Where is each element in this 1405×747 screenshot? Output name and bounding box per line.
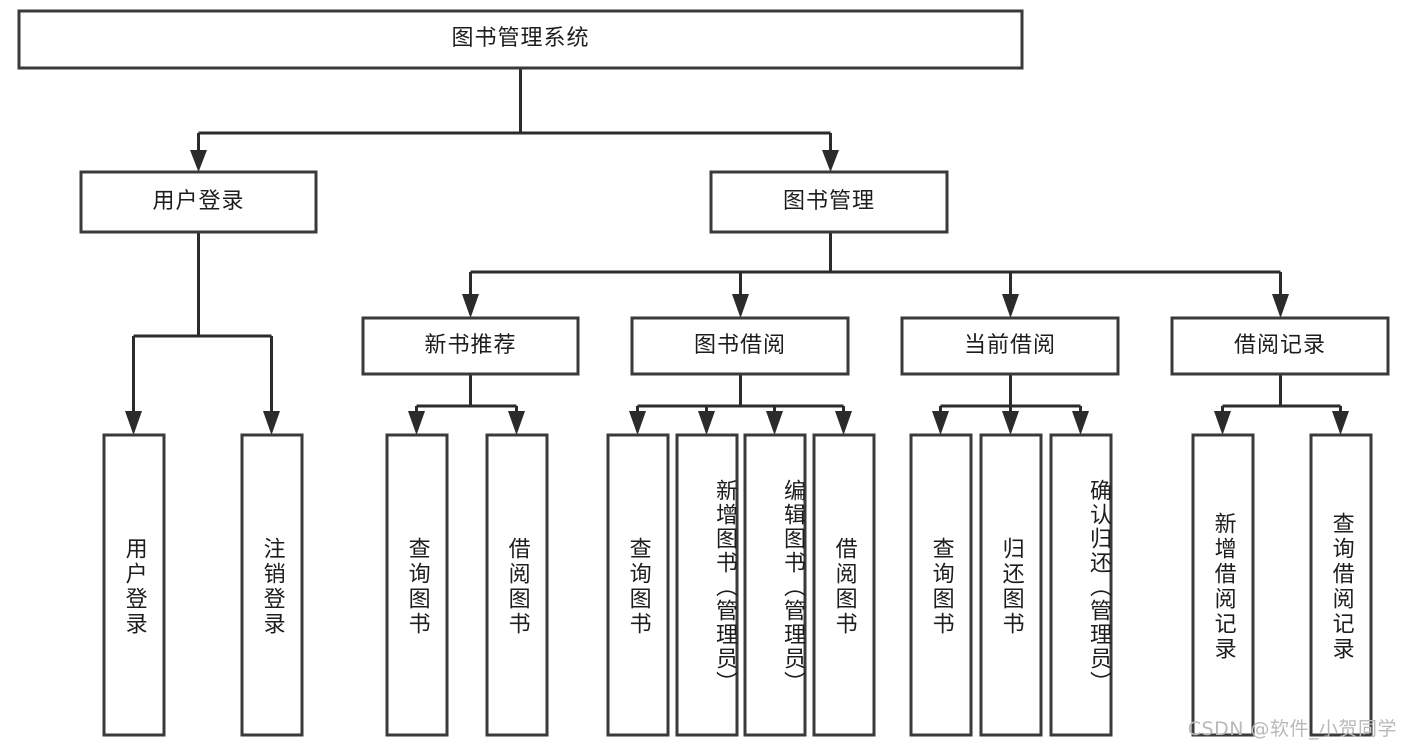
connector-group-root-to-level2 <box>190 68 839 172</box>
node-box-root[interactable] <box>17 9 1024 70</box>
node-box-new-book-recommend[interactable] <box>361 316 580 376</box>
connector-group-bookborrow-to-leaves <box>629 374 852 435</box>
node-box-leaf-new-book-1[interactable] <box>485 433 549 737</box>
node-box-current-borrow[interactable] <box>900 316 1120 376</box>
node-box-borrow-record[interactable] <box>1170 316 1390 376</box>
node-box-leaf-current-borrow-2[interactable] <box>1049 433 1113 737</box>
connector-group-newbook-to-leaves <box>408 374 525 435</box>
node-box-leaf-current-borrow-0[interactable] <box>909 433 973 737</box>
connector-group-bookmgmt-to-level3 <box>462 232 1289 318</box>
node-box-leaf-user-login-1[interactable] <box>240 433 304 737</box>
node-box-book-borrow[interactable] <box>630 316 850 376</box>
connector-group-currentborrow-to-leaves <box>932 374 1089 435</box>
connector-group-borrowrecord-to-leaves <box>1214 374 1349 435</box>
node-box-leaf-borrow-record-1[interactable] <box>1309 433 1373 737</box>
node-box-leaf-new-book-0[interactable] <box>385 433 449 737</box>
node-box-leaf-book-borrow-2[interactable] <box>743 433 807 737</box>
node-box-leaf-borrow-record-0[interactable] <box>1191 433 1255 737</box>
node-box-leaf-book-borrow-0[interactable] <box>606 433 670 737</box>
connector-group-userlogin-to-leaves <box>125 232 280 435</box>
node-box-leaf-current-borrow-1[interactable] <box>979 433 1043 737</box>
node-box-leaf-user-login-0[interactable] <box>102 433 166 737</box>
node-box-user-login[interactable] <box>79 170 318 234</box>
node-box-leaf-book-borrow-1[interactable] <box>675 433 739 737</box>
node-box-leaf-book-borrow-3[interactable] <box>812 433 876 737</box>
node-box-book-management[interactable] <box>709 170 949 234</box>
